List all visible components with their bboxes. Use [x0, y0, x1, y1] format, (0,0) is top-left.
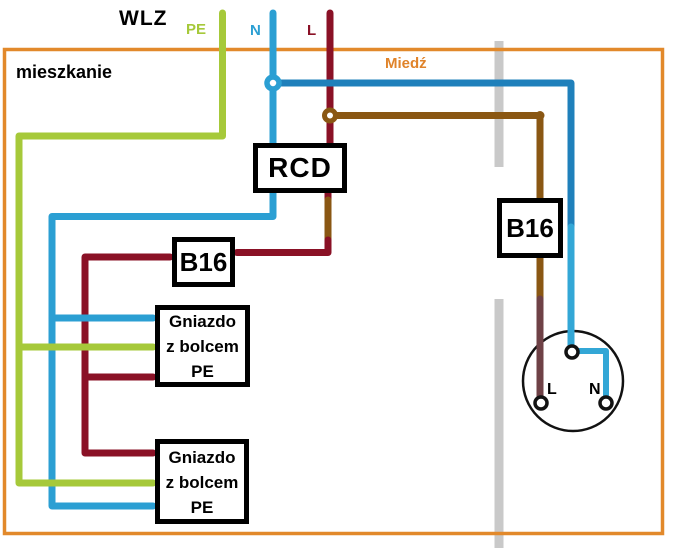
plug-l-terminal-label: L — [547, 381, 557, 398]
n-plug-jumper-wire — [569, 348, 609, 400]
b16-left-breaker-box: B16 — [172, 237, 235, 287]
socket1-box: Gniazdo z bolcem PE — [155, 305, 250, 387]
l-wire-label: L — [307, 22, 317, 39]
socket1-line3: PE — [191, 362, 214, 381]
socket2-line1: Gniazdo — [168, 447, 236, 467]
pe-wire-label: PE — [186, 21, 207, 38]
socket2-line2: z bolcem — [165, 472, 239, 492]
copper-label: Miedź — [385, 55, 427, 72]
rcd-breaker-box: RCD — [253, 143, 347, 193]
wall-bar-top — [494, 41, 504, 167]
b16-left-breaker-label: B16 — [179, 246, 228, 277]
n-rcd-to-socket2-wire — [48, 189, 277, 510]
socket1-line1: Gniazdo — [168, 312, 237, 331]
b16-right-breaker-label: B16 — [506, 212, 554, 243]
socket2-box: Gniazdo z bolcem PE — [155, 439, 249, 524]
socket2-line3: PE — [190, 497, 214, 517]
plug-n-terminal — [598, 395, 614, 411]
rcd-breaker-label: RCD — [268, 152, 332, 183]
plug-top-terminal — [564, 344, 580, 360]
n-branch-right-wire — [269, 79, 575, 232]
wall-bar-bottom — [494, 299, 504, 548]
socket1-line2: z bolcem — [166, 337, 239, 356]
l-to-b16-left-wire — [233, 236, 332, 256]
copper-branch-to-b16-right — [326, 112, 544, 205]
wlz-label: WLZ — [119, 7, 168, 30]
copper-corner-dot — [535, 111, 545, 120]
l-junction-dot — [322, 107, 338, 124]
n-junction-dot — [264, 74, 282, 92]
pe-main-wire — [15, 9, 226, 487]
plug-l-terminal — [533, 395, 549, 411]
apartment-label: mieszkanie — [16, 62, 113, 82]
l-b16-to-socket2-wire — [81, 253, 174, 457]
b16-right-breaker-box: B16 — [497, 198, 563, 258]
plug-n-terminal-label: N — [589, 381, 601, 398]
n-wire-label: N — [250, 22, 261, 39]
